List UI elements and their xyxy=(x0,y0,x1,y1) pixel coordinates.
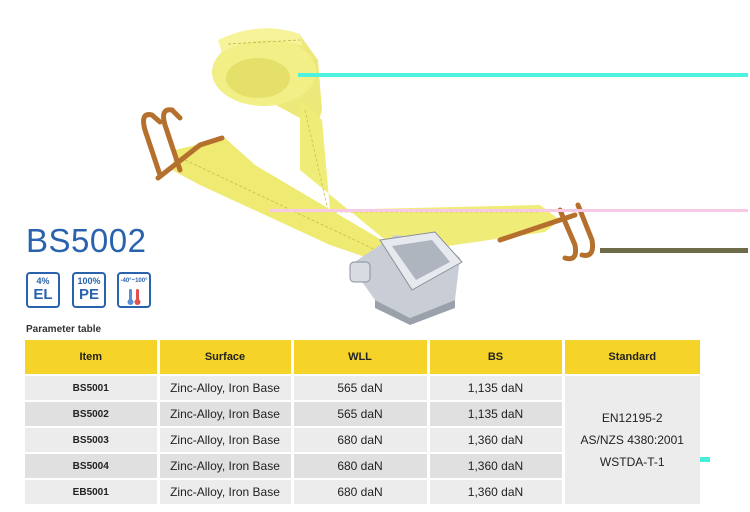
glitch-line xyxy=(298,73,748,77)
table-header-row: Item Surface WLL BS Standard xyxy=(25,340,700,375)
cell-bs: 1,360 daN xyxy=(426,478,563,504)
glitch-line xyxy=(270,209,748,212)
standard-line: AS/NZS 4380:2001 xyxy=(580,433,684,447)
model-title: BS5002 xyxy=(26,222,147,259)
cell-surface: Zinc-Alloy, Iron Base xyxy=(156,374,292,401)
cell-wll: 565 daN xyxy=(290,400,428,427)
left-hook xyxy=(141,107,225,181)
right-hook xyxy=(497,202,595,262)
cell-item: BS5003 xyxy=(25,426,158,453)
header-wll: WLL xyxy=(290,340,428,375)
header-standard: Standard xyxy=(561,340,700,375)
table-row: BS5003 Zinc-Alloy, Iron Base 680 daN 1,3… xyxy=(25,426,700,453)
parameter-table-title: Parameter table xyxy=(26,324,102,335)
table-row: BS5002 Zinc-Alloy, Iron Base 565 daN 1,1… xyxy=(25,400,700,427)
glitch-line xyxy=(600,248,748,253)
thermometer-graphic xyxy=(127,289,141,305)
cell-wll: 565 daN xyxy=(290,374,428,401)
parameter-table: Item Surface WLL BS Standard BS5001 Zinc… xyxy=(25,340,700,504)
cell-bs: 1,360 daN xyxy=(426,452,563,479)
cell-bs: 1,135 daN xyxy=(426,374,563,401)
strap-upper xyxy=(300,100,560,250)
cell-surface: Zinc-Alloy, Iron Base xyxy=(156,400,292,427)
cell-item: EB5001 xyxy=(25,478,158,504)
header-item: Item xyxy=(25,340,158,375)
standard-line: WSTDA-T-1 xyxy=(599,455,665,469)
cell-surface: Zinc-Alloy, Iron Base xyxy=(156,478,292,504)
cell-bs: 1,360 daN xyxy=(426,426,563,453)
strap-left xyxy=(172,138,395,262)
cell-item: BS5004 xyxy=(25,452,158,479)
standard-line: EN12195-2 xyxy=(601,411,663,425)
table-row: BS5001 Zinc-Alloy, Iron Base 565 daN 1,1… xyxy=(25,374,700,504)
header-surface: Surface xyxy=(156,340,292,375)
cell-surface: Zinc-Alloy, Iron Base xyxy=(156,452,292,479)
cell-standard: EN12195-2 AS/NZS 4380:2001 WSTDA-T-1 xyxy=(561,374,700,504)
strap-roll xyxy=(212,28,322,124)
cam-buckle-strap-illustration xyxy=(141,28,595,325)
cell-wll: 680 daN xyxy=(290,478,428,504)
cell-bs: 1,135 daN xyxy=(426,400,563,427)
table-row: EB5001 Zinc-Alloy, Iron Base 680 daN 1,3… xyxy=(25,478,700,504)
cell-wll: 680 daN xyxy=(290,426,428,453)
elongation-badge: 4% EL xyxy=(26,272,60,308)
cell-wll: 680 daN xyxy=(290,452,428,479)
cell-item: BS5001 xyxy=(25,374,158,401)
material-badge: 100% PE xyxy=(72,272,106,308)
table-row: BS5004 Zinc-Alloy, Iron Base 680 daN 1,3… xyxy=(25,452,700,479)
cell-item: BS5002 xyxy=(25,400,158,427)
cam-buckle xyxy=(349,231,463,325)
header-bs: BS xyxy=(426,340,563,375)
cell-surface: Zinc-Alloy, Iron Base xyxy=(156,426,292,453)
thermometer-icon: -40°~100° xyxy=(117,272,151,308)
